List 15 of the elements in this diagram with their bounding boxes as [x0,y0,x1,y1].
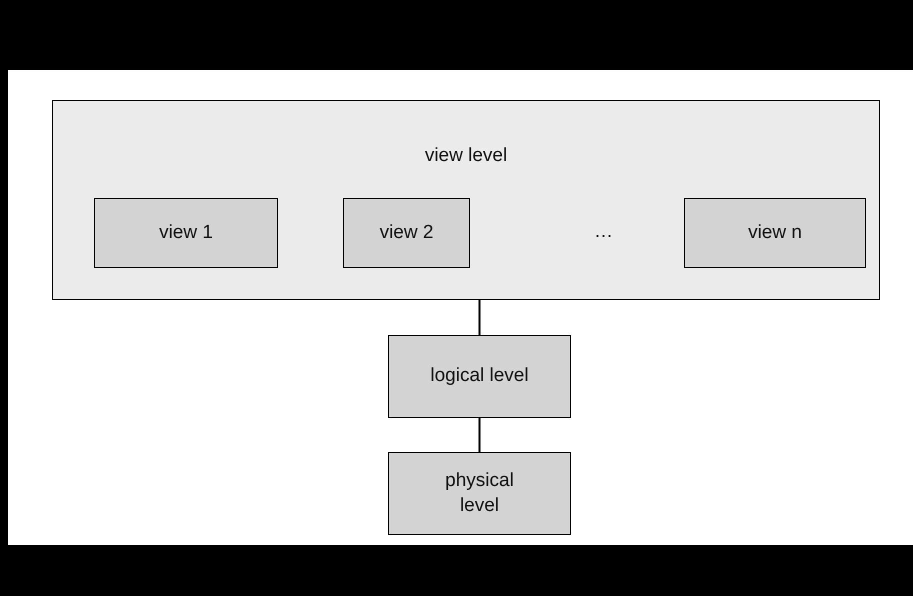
box-label: view n [747,220,803,245]
box-label: logical level [429,364,530,388]
level-box [684,198,866,268]
level-box [388,335,571,418]
level-panel [52,100,880,300]
box-label: physical level [444,468,515,518]
box-label: view 1 [158,220,214,245]
box-label: view 2 [378,220,434,245]
panel-title: view level [424,145,508,167]
level-box [343,198,470,268]
connector-line [478,418,480,452]
level-box [94,198,278,268]
connector-line [478,300,480,335]
level-box [388,452,571,535]
ellipsis-text: … [594,221,613,243]
